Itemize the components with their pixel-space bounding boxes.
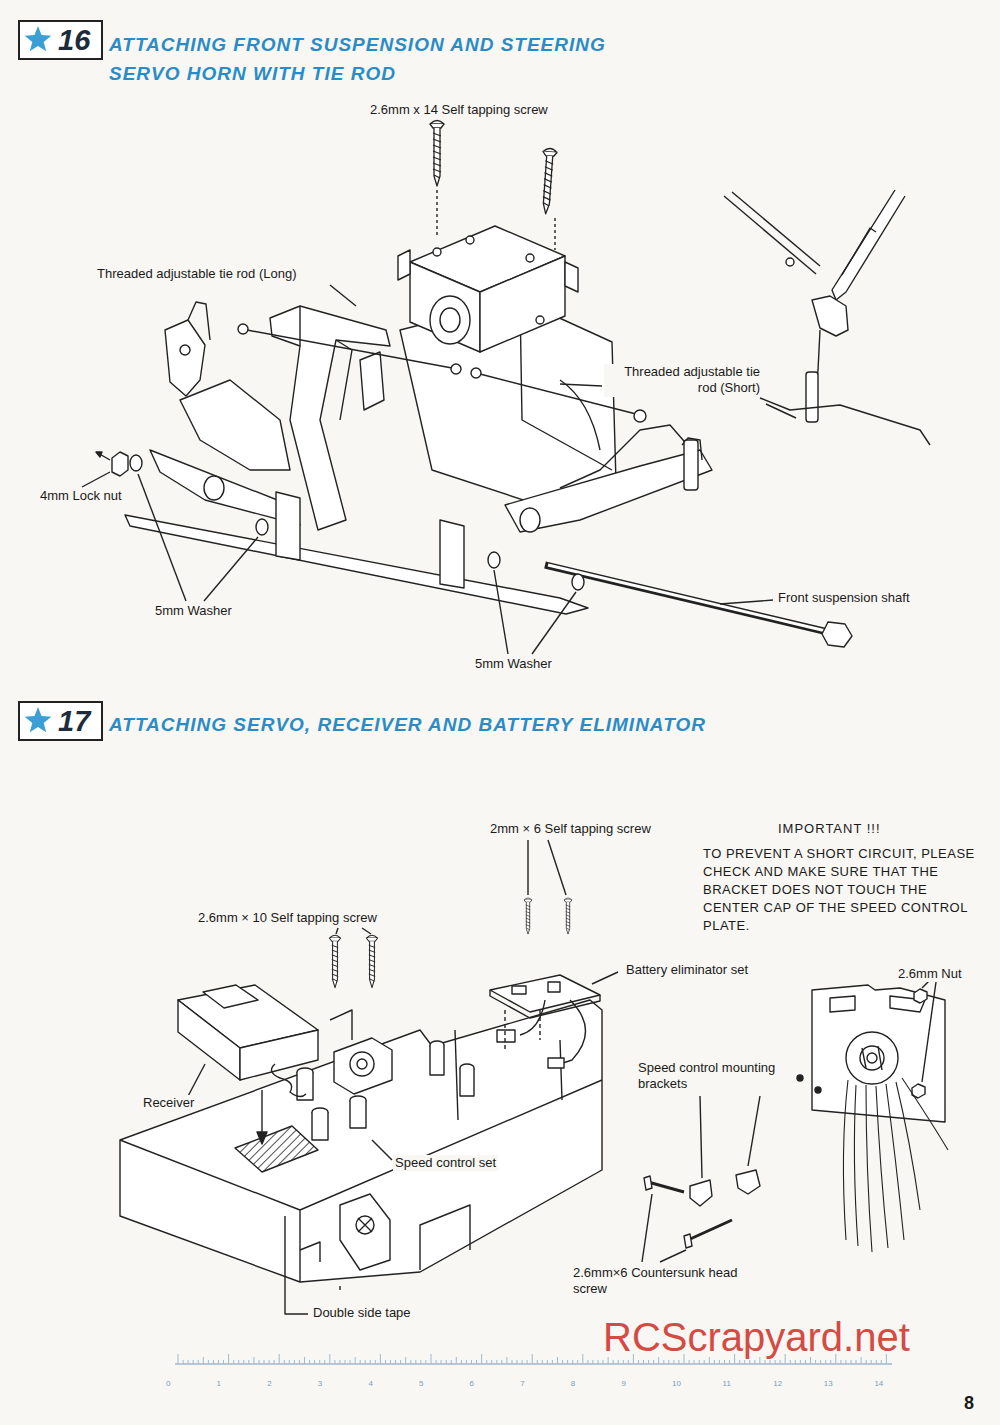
- part-label: 2.6mm x 14 Self tapping screw: [368, 102, 550, 118]
- ruler-number: 14: [874, 1379, 883, 1389]
- part-label: 5mm Washer: [473, 656, 554, 672]
- part-label: Receiver: [141, 1095, 196, 1111]
- ruler-number: 0: [166, 1379, 170, 1389]
- part-label: Threaded adjustable tie rod (Short): [604, 364, 762, 397]
- part-label: 5mm Washer: [153, 603, 234, 619]
- ruler-number: 2: [267, 1379, 271, 1389]
- step-number-box: 17: [18, 701, 103, 741]
- screw-icon: [539, 148, 558, 214]
- part-label: 2mm × 6 Self tapping screw: [488, 821, 653, 837]
- warning-note: TO PREVENT A SHORT CIRCUIT, PLEASE CHECK…: [701, 845, 981, 935]
- ruler-number: 12: [773, 1379, 782, 1389]
- ruler-number: 9: [621, 1379, 625, 1389]
- ruler-number: 3: [318, 1379, 322, 1389]
- star-icon: [23, 25, 53, 55]
- ruler-number: 10: [672, 1379, 681, 1389]
- step-heading: ATTACHING SERVO, RECEIVER AND BATTERY EL…: [107, 713, 708, 737]
- page-number: 8: [962, 1392, 976, 1415]
- part-label: Front suspension shaft: [776, 590, 912, 606]
- part-label: 2.6mm × 10 Self tapping screw: [196, 910, 379, 926]
- front-suspension-drawing: [82, 121, 930, 655]
- step-number-box: 16: [18, 20, 103, 60]
- part-label: 2.6mm×6 Countersunk head screw: [571, 1265, 746, 1298]
- screw-icon: [524, 898, 532, 934]
- ruler-number: 1: [217, 1379, 221, 1389]
- star-icon: [23, 706, 53, 736]
- note-heading: IMPORTANT !!!: [776, 821, 883, 837]
- screw-icon: [430, 121, 444, 187]
- ruler-number: 11: [723, 1379, 731, 1389]
- screw-icon: [329, 935, 340, 987]
- ruler-number: 4: [368, 1379, 372, 1389]
- part-label: 4mm Lock nut: [38, 488, 124, 504]
- part-label: Double side tape: [311, 1305, 413, 1321]
- watermark: RCScrapyard.net: [603, 1312, 910, 1362]
- screw-icon: [564, 898, 572, 934]
- step-number: 16: [58, 24, 90, 57]
- screw-icon: [366, 935, 377, 987]
- part-label: Speed control mounting brackets: [636, 1060, 786, 1093]
- ruler-number: 5: [419, 1379, 423, 1389]
- step-heading: ATTACHING FRONT SUSPENSION AND STEERING …: [107, 30, 647, 89]
- part-label: 2.6mm Nut: [896, 966, 964, 982]
- ruler-number: 8: [571, 1379, 575, 1389]
- part-label: Threaded adjustable tie rod (Long): [95, 266, 298, 282]
- part-label: Speed control set: [393, 1155, 498, 1171]
- ruler-number: 13: [824, 1379, 833, 1389]
- part-label: Battery eliminator set: [624, 962, 750, 978]
- ruler-number: 6: [470, 1379, 474, 1389]
- ruler-number: 7: [520, 1379, 524, 1389]
- step-number: 17: [58, 705, 90, 738]
